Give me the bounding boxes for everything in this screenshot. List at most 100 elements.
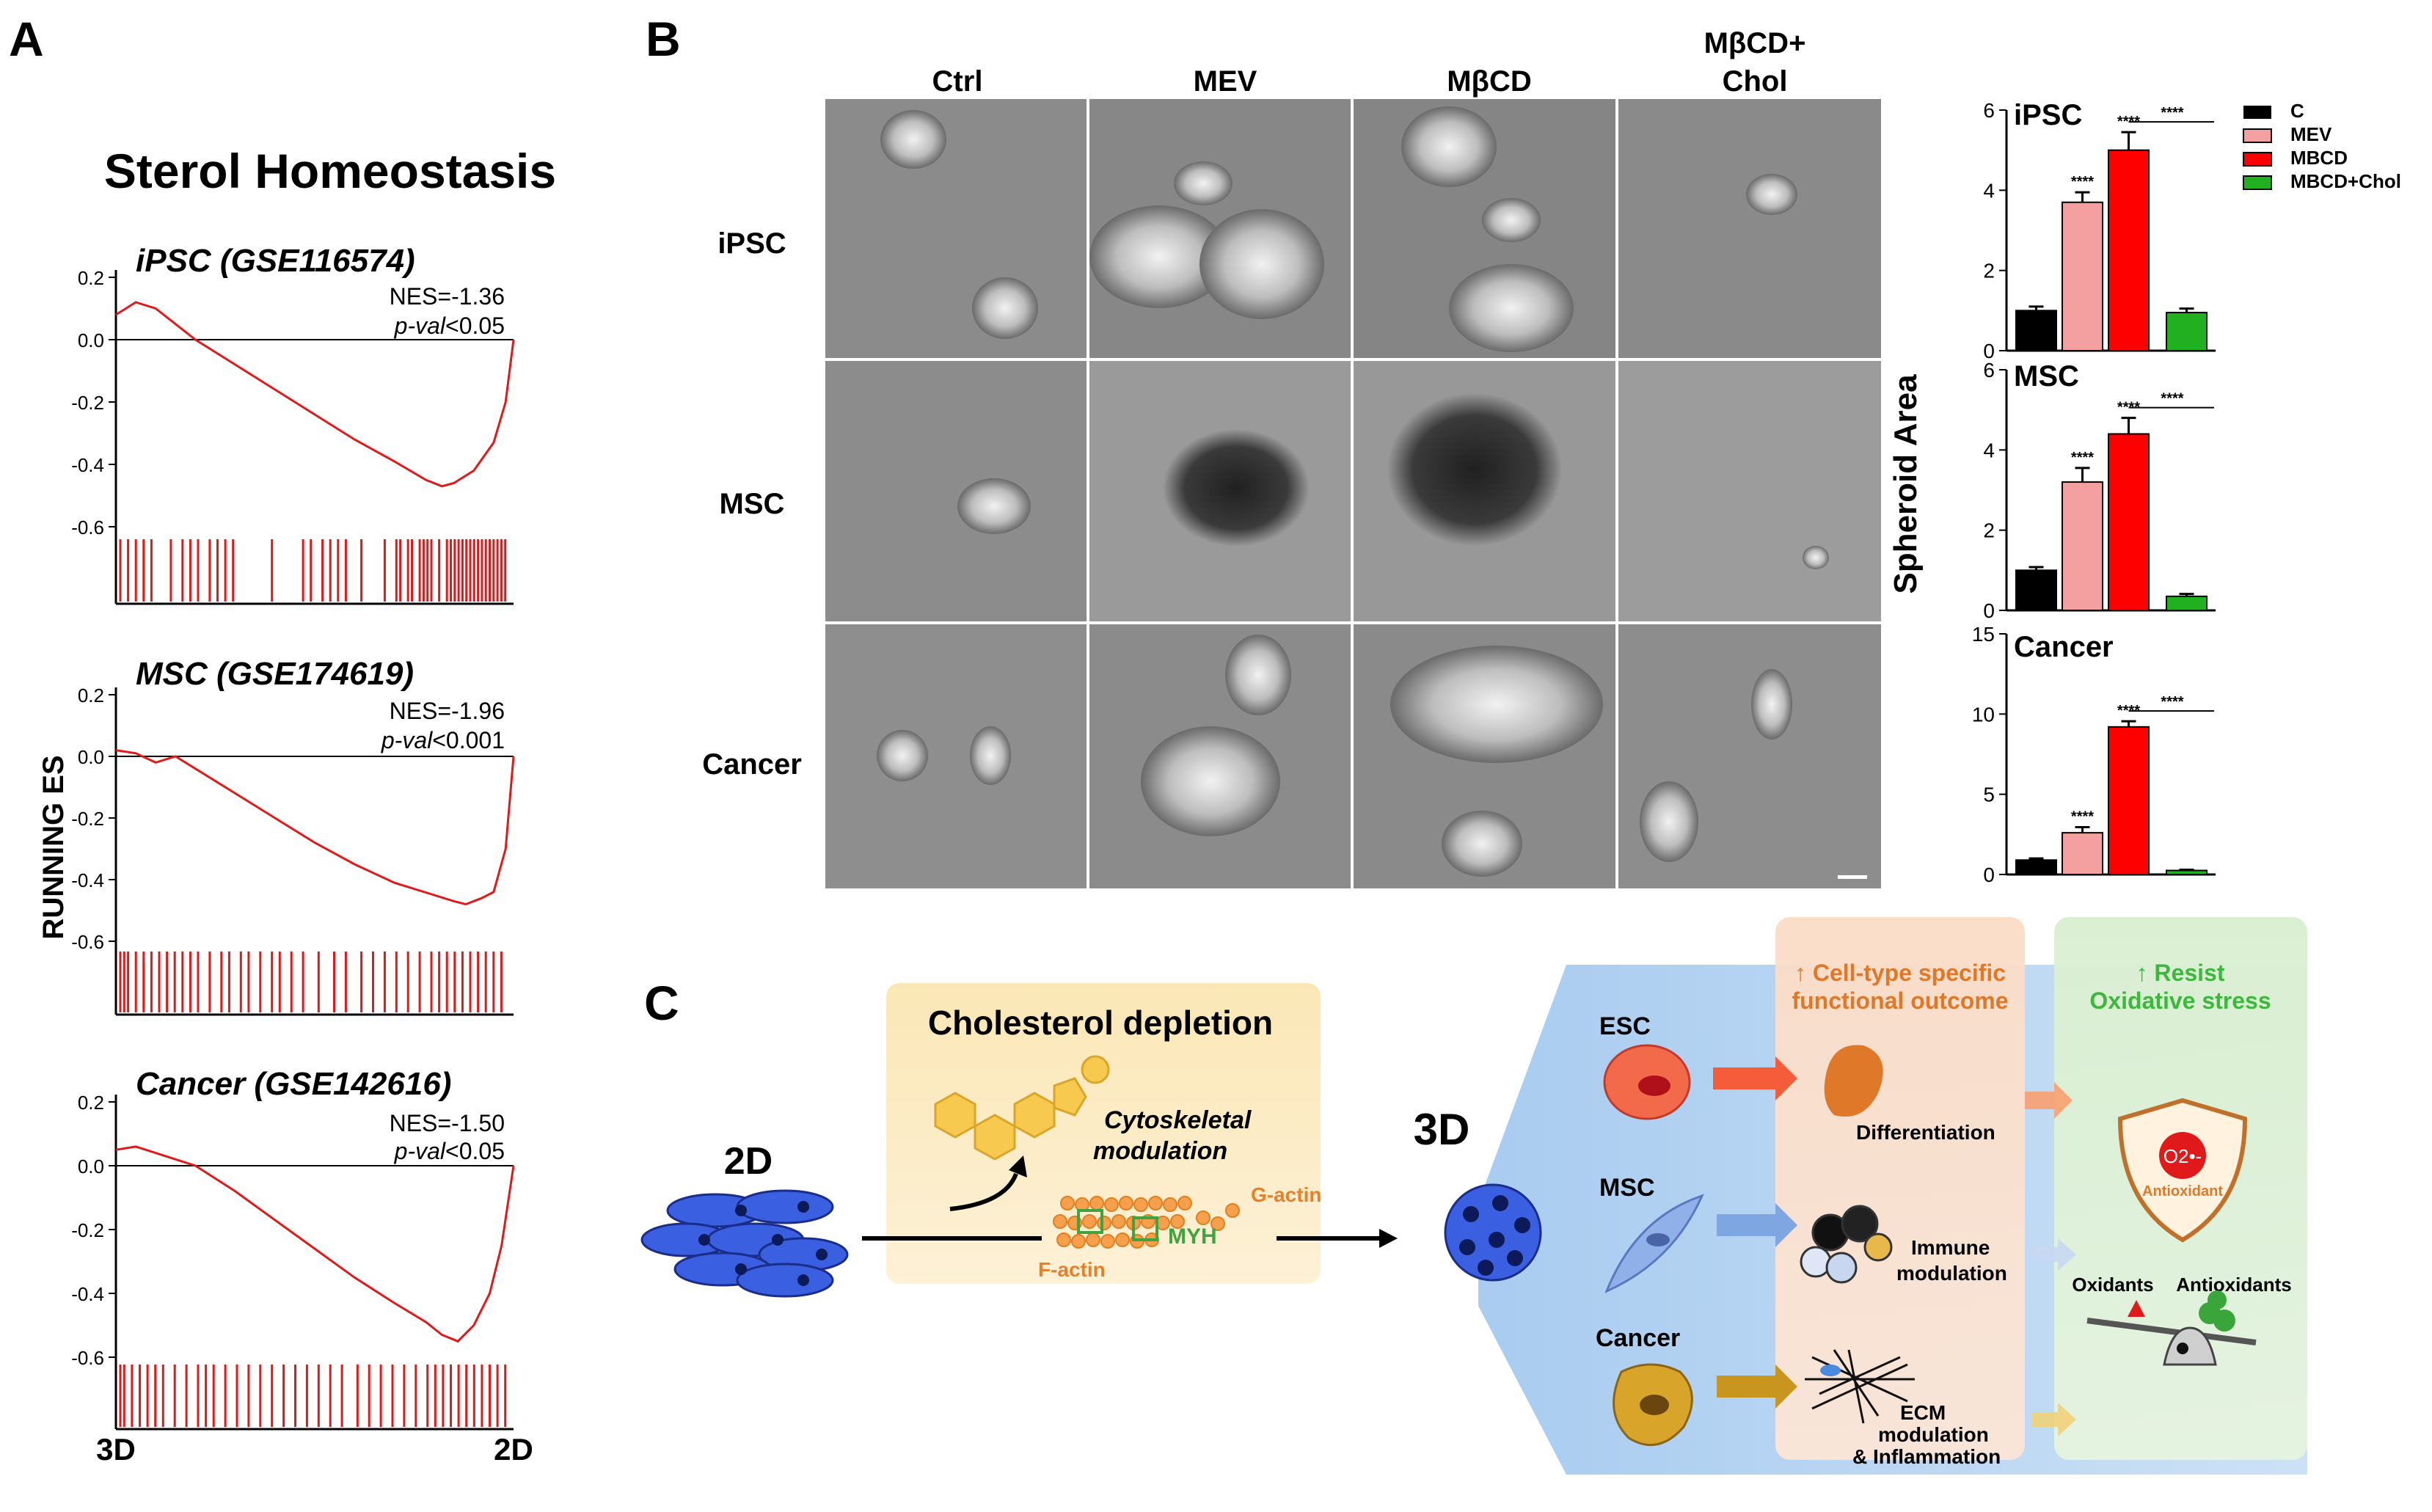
- bar-mbcd: [2108, 726, 2150, 875]
- cell-cluster: [1746, 174, 1797, 215]
- cell-cluster: [1803, 546, 1829, 569]
- pval-label: p-val<0.001: [381, 727, 505, 753]
- y-tick-label: -0.4: [71, 869, 104, 891]
- bar-mbcd: [2108, 149, 2150, 352]
- outcome-title-2: functional outcome: [1792, 987, 2008, 1014]
- y-tick-label: -0.2: [71, 392, 104, 414]
- y-tick-label: -0.6: [71, 931, 104, 953]
- bar-mev: [2062, 832, 2103, 875]
- bar-chart-title: Cancer: [2014, 631, 2114, 663]
- y-tick-label: -0.2: [71, 808, 104, 830]
- bar-y-tick-label: 2: [1983, 260, 1995, 282]
- legend-label-mbcd: MBCD: [2290, 147, 2348, 169]
- cancer-label: Cancer: [1596, 1324, 1680, 1352]
- panel-c: C Cholesterol depletion Cytoskeletal mod…: [640, 917, 2307, 1475]
- running-es-curve: [115, 301, 515, 488]
- legend-swatch-mbcd-chol: [2243, 175, 2272, 190]
- cell-cluster: [1751, 669, 1792, 739]
- bar-mbcd-chol: [2166, 312, 2208, 352]
- bar-y-tick-label: 0: [1983, 599, 1995, 622]
- column-label-mbcd: MβCD: [1447, 65, 1532, 98]
- bar-chart-title: MSC: [2014, 360, 2079, 392]
- cell-cluster: [1390, 646, 1603, 763]
- panel-a-title: Sterol Homeostasis: [104, 144, 556, 198]
- bar-y-tick-label: 4: [1983, 179, 1995, 202]
- cell-cluster: [1401, 106, 1497, 187]
- y-tick-label: 0.0: [78, 1155, 104, 1177]
- cancer-fade-arrow: [2032, 1403, 2076, 1436]
- ecm-label-1: ECM: [1900, 1401, 1946, 1424]
- ecm-fibers-icon: [1805, 1349, 1915, 1424]
- label-3d: 3D: [1414, 1105, 1470, 1154]
- msc-fade-arrow: [2032, 1238, 2076, 1271]
- micrograph-msc-ctrl: [825, 361, 1087, 621]
- column-label-mbcd-chol-1: MβCD+: [1704, 27, 1806, 59]
- bar-y-tick-label: 15: [1972, 623, 1995, 646]
- bar-legend: C MEV MBCD MBCD+Chol: [2243, 100, 2401, 192]
- o2-badge-icon: [2159, 1132, 2206, 1179]
- esc-fade-arrow: [2025, 1082, 2073, 1119]
- balance-pivot-icon: [2177, 1343, 2188, 1354]
- cancer-nucleus-icon: [1640, 1395, 1669, 1415]
- y-tick-label: 0.2: [78, 267, 104, 289]
- y-tick-label: 0.0: [78, 746, 104, 768]
- bar-y-tick-label: 0: [1983, 863, 1995, 886]
- pval-label: p-val<0.05: [394, 1138, 505, 1164]
- resist-title-2: Oxidative stress: [2089, 987, 2271, 1014]
- significance-label: ****: [2161, 694, 2183, 710]
- legend-label-mbcd-chol: MBCD+Chol: [2290, 170, 2401, 192]
- g-actin-label: G-actin: [1251, 1183, 1321, 1206]
- y-tick-label: -0.4: [71, 1283, 104, 1305]
- esc-arrow: [1713, 1056, 1797, 1100]
- panel-a-xleft: 3D: [96, 1432, 136, 1467]
- cell-cluster: [957, 478, 1031, 534]
- pval-label: p-val<0.05: [394, 313, 505, 339]
- legend-label-mev: MEV: [2290, 123, 2332, 145]
- micrograph-ipsc-ctrl: [825, 99, 1087, 358]
- cell-cluster: [1174, 161, 1233, 205]
- f-actin-label: F-actin: [1038, 1258, 1106, 1281]
- legend-swatch-c: [2243, 106, 2271, 119]
- bar-c: [2015, 310, 2057, 352]
- cell-cluster: [1449, 264, 1574, 352]
- bar-mbcd: [2108, 433, 2150, 612]
- cell-nuclei-icon: [698, 1201, 828, 1286]
- msc-arrow: [1717, 1203, 1797, 1247]
- oxidants-label: Oxidants: [2072, 1274, 2153, 1296]
- embryo-icon: [1824, 1045, 1883, 1117]
- o2-label: O2•-: [2163, 1145, 2202, 1167]
- cell-cluster: [1442, 811, 1522, 877]
- antioxidant-drop-icon: [2213, 1310, 2235, 1332]
- balance-fulcrum-icon: [2163, 1326, 2217, 1366]
- cyto-label-2: modulation: [1093, 1137, 1227, 1165]
- cholesterol-depletion-title: Cholesterol depletion: [928, 1004, 1273, 1042]
- antioxidants-label: Antioxidants: [2176, 1274, 2291, 1296]
- label-2d: 2D: [724, 1140, 773, 1183]
- gsea-title: Cancer (GSE142616): [136, 1066, 451, 1102]
- balance-beam: [2086, 1318, 2257, 1345]
- antioxidant-drop-icon: [2208, 1290, 2227, 1310]
- ecm-label-2: modulation: [1878, 1423, 1989, 1446]
- cholesterol-depletion-box: [886, 983, 1321, 1284]
- sterol-molecule-icon: [934, 1055, 1110, 1161]
- myh-box-icon: [1077, 1209, 1103, 1234]
- panel-b: B Ctrl MEV MβCD MβCD+ Chol iPSC MSC Canc…: [646, 12, 2401, 888]
- nes-label: NES=-1.96: [390, 698, 505, 724]
- cell-cluster: [880, 110, 946, 169]
- column-label-mbcd-chol-2: Chol: [1723, 65, 1788, 98]
- gsea-plots: iPSC (GSE116574)NES=-1.36p-val<0.050.20.…: [71, 243, 515, 1431]
- legend-swatch-mbcd: [2243, 152, 2272, 167]
- column-label-mev: MEV: [1194, 65, 1257, 98]
- y-tick-label: -0.6: [71, 1347, 104, 1369]
- scale-bar: [1838, 875, 1867, 879]
- arrow-to-3d-head: [1379, 1229, 1398, 1248]
- micrograph-msc-mbcd-chol: [1618, 361, 1881, 621]
- running-es-curve: [115, 1145, 515, 1343]
- resist-title-1: ↑ Resist: [2136, 960, 2225, 986]
- nes-label: NES=-1.50: [390, 1110, 505, 1136]
- cell-cluster: [1640, 781, 1698, 862]
- micrograph-cancer-ctrl: [825, 624, 1087, 888]
- immune-label-1: Immune: [1911, 1236, 1990, 1259]
- esc-nucleus-icon: [1638, 1075, 1670, 1096]
